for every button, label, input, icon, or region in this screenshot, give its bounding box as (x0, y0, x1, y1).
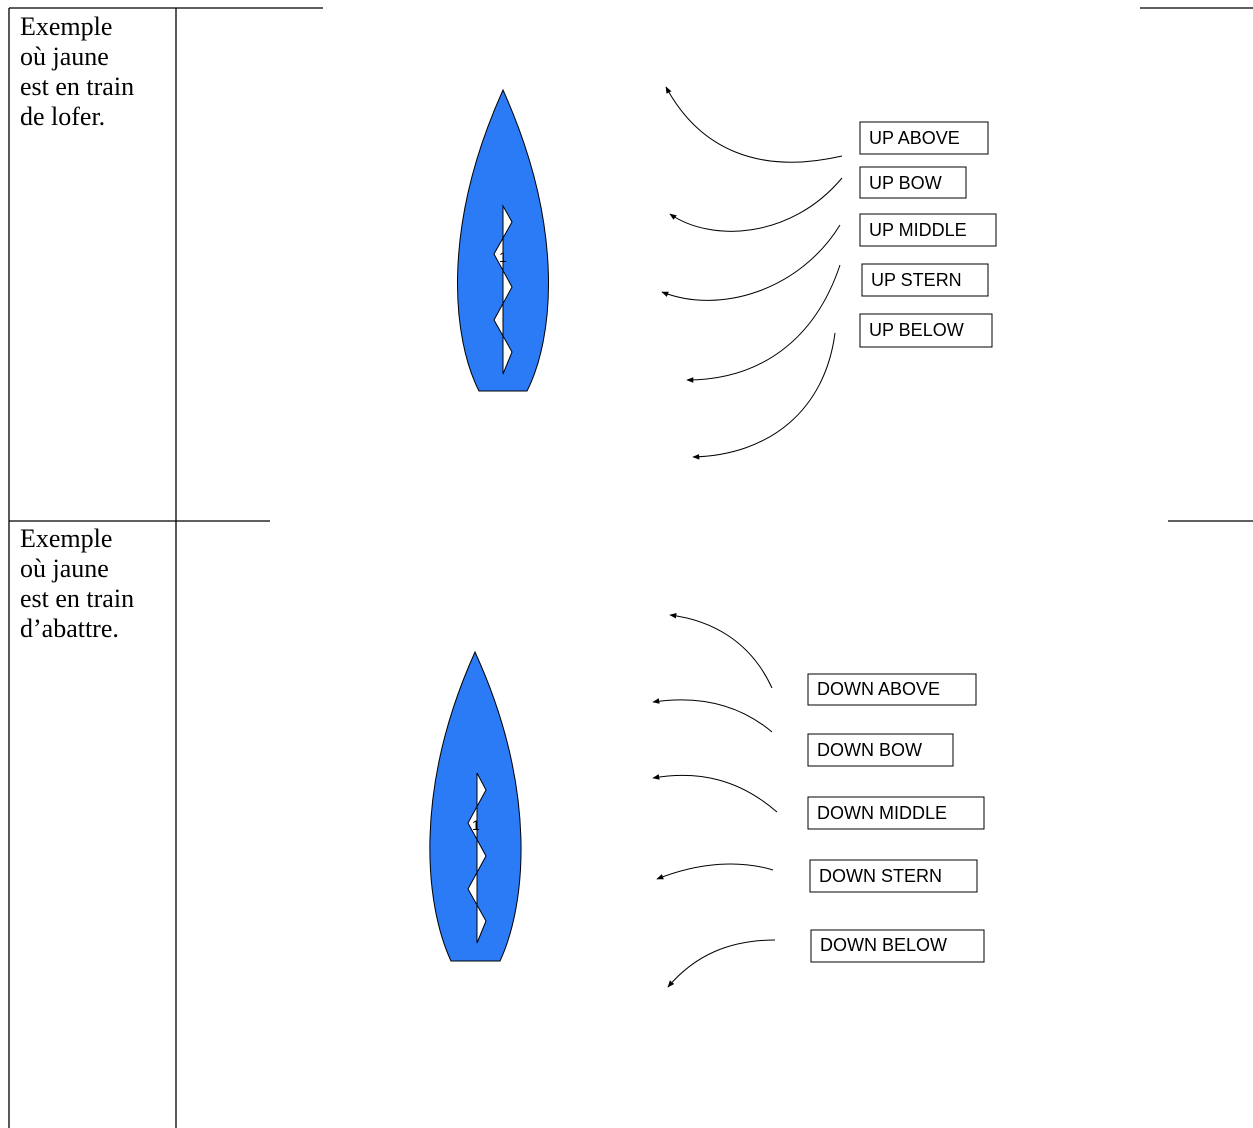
row1-desc-line: Exemple (20, 12, 113, 41)
label-text: UP BELOW (869, 320, 964, 340)
row1-desc-line: où jaune (20, 42, 109, 71)
boat-hull (429, 650, 522, 962)
arrow-up-above (665, 86, 843, 163)
row2-desc-line: d’abattre. (20, 614, 119, 643)
label-box (859, 121, 989, 155)
label-box (807, 796, 985, 830)
label-text: DOWN ABOVE (817, 679, 940, 699)
arrow-down-middle (652, 774, 778, 813)
label-text: DOWN BELOW (820, 935, 947, 955)
boat-number: 1 (472, 817, 480, 833)
label-down-below: DOWN BELOW (810, 929, 985, 963)
arrow-up-below (692, 332, 836, 460)
row2-description: Exemple où jaune est en train d’abattre. (20, 524, 180, 644)
label-down-bow: DOWN BOW (807, 733, 954, 767)
row1-desc-line: de lofer. (20, 102, 106, 131)
arrow-up-stern (686, 264, 841, 383)
label-down-middle: DOWN MIDDLE (807, 796, 985, 830)
row2-desc-line: où jaune (20, 554, 109, 583)
label-box (861, 263, 989, 297)
boat-icon: 1 (429, 650, 522, 962)
arrow-down-above (669, 613, 773, 689)
row2-desc-line: est en train (20, 584, 135, 613)
label-down-stern: DOWN STERN (809, 859, 978, 893)
label-up-below: UP BELOW (859, 313, 993, 348)
row1-description: Exemple où jaune est en train de lofer. (20, 12, 180, 132)
arrow-up-bow (669, 177, 843, 232)
label-box (807, 673, 977, 706)
label-text: UP MIDDLE (869, 220, 967, 240)
label-box (859, 166, 967, 199)
label-up-above: UP ABOVE (859, 121, 989, 155)
label-up-stern: UP STERN (861, 263, 989, 297)
label-text: UP ABOVE (869, 128, 960, 148)
label-box (859, 213, 997, 247)
arrow-down-stern (656, 863, 774, 880)
boat-sail-zigzag (493, 204, 513, 375)
boat-sail-zigzag (467, 772, 487, 944)
label-text: UP STERN (871, 270, 962, 290)
label-text: DOWN MIDDLE (817, 803, 947, 823)
boat-icon: 1 (457, 88, 549, 392)
label-box (810, 929, 985, 963)
label-text: UP BOW (869, 173, 942, 193)
row2-desc-line: Exemple (20, 524, 113, 553)
arrow-down-bow (652, 698, 773, 733)
label-box (807, 733, 954, 767)
label-text: DOWN BOW (817, 740, 922, 760)
label-box (809, 859, 978, 893)
row1-diagram: 1 UP ABOVE UP BOW UP MIDDLE UP STERN UP … (457, 86, 997, 460)
label-down-above: DOWN ABOVE (807, 673, 977, 706)
arrow-up-middle (661, 224, 841, 301)
label-up-bow: UP BOW (859, 166, 967, 199)
label-up-middle: UP MIDDLE (859, 213, 997, 247)
row1-desc-line: est en train (20, 72, 135, 101)
label-text: DOWN STERN (819, 866, 942, 886)
arrow-down-below (667, 939, 776, 988)
boat-number: 1 (499, 249, 507, 265)
label-box (859, 313, 993, 348)
